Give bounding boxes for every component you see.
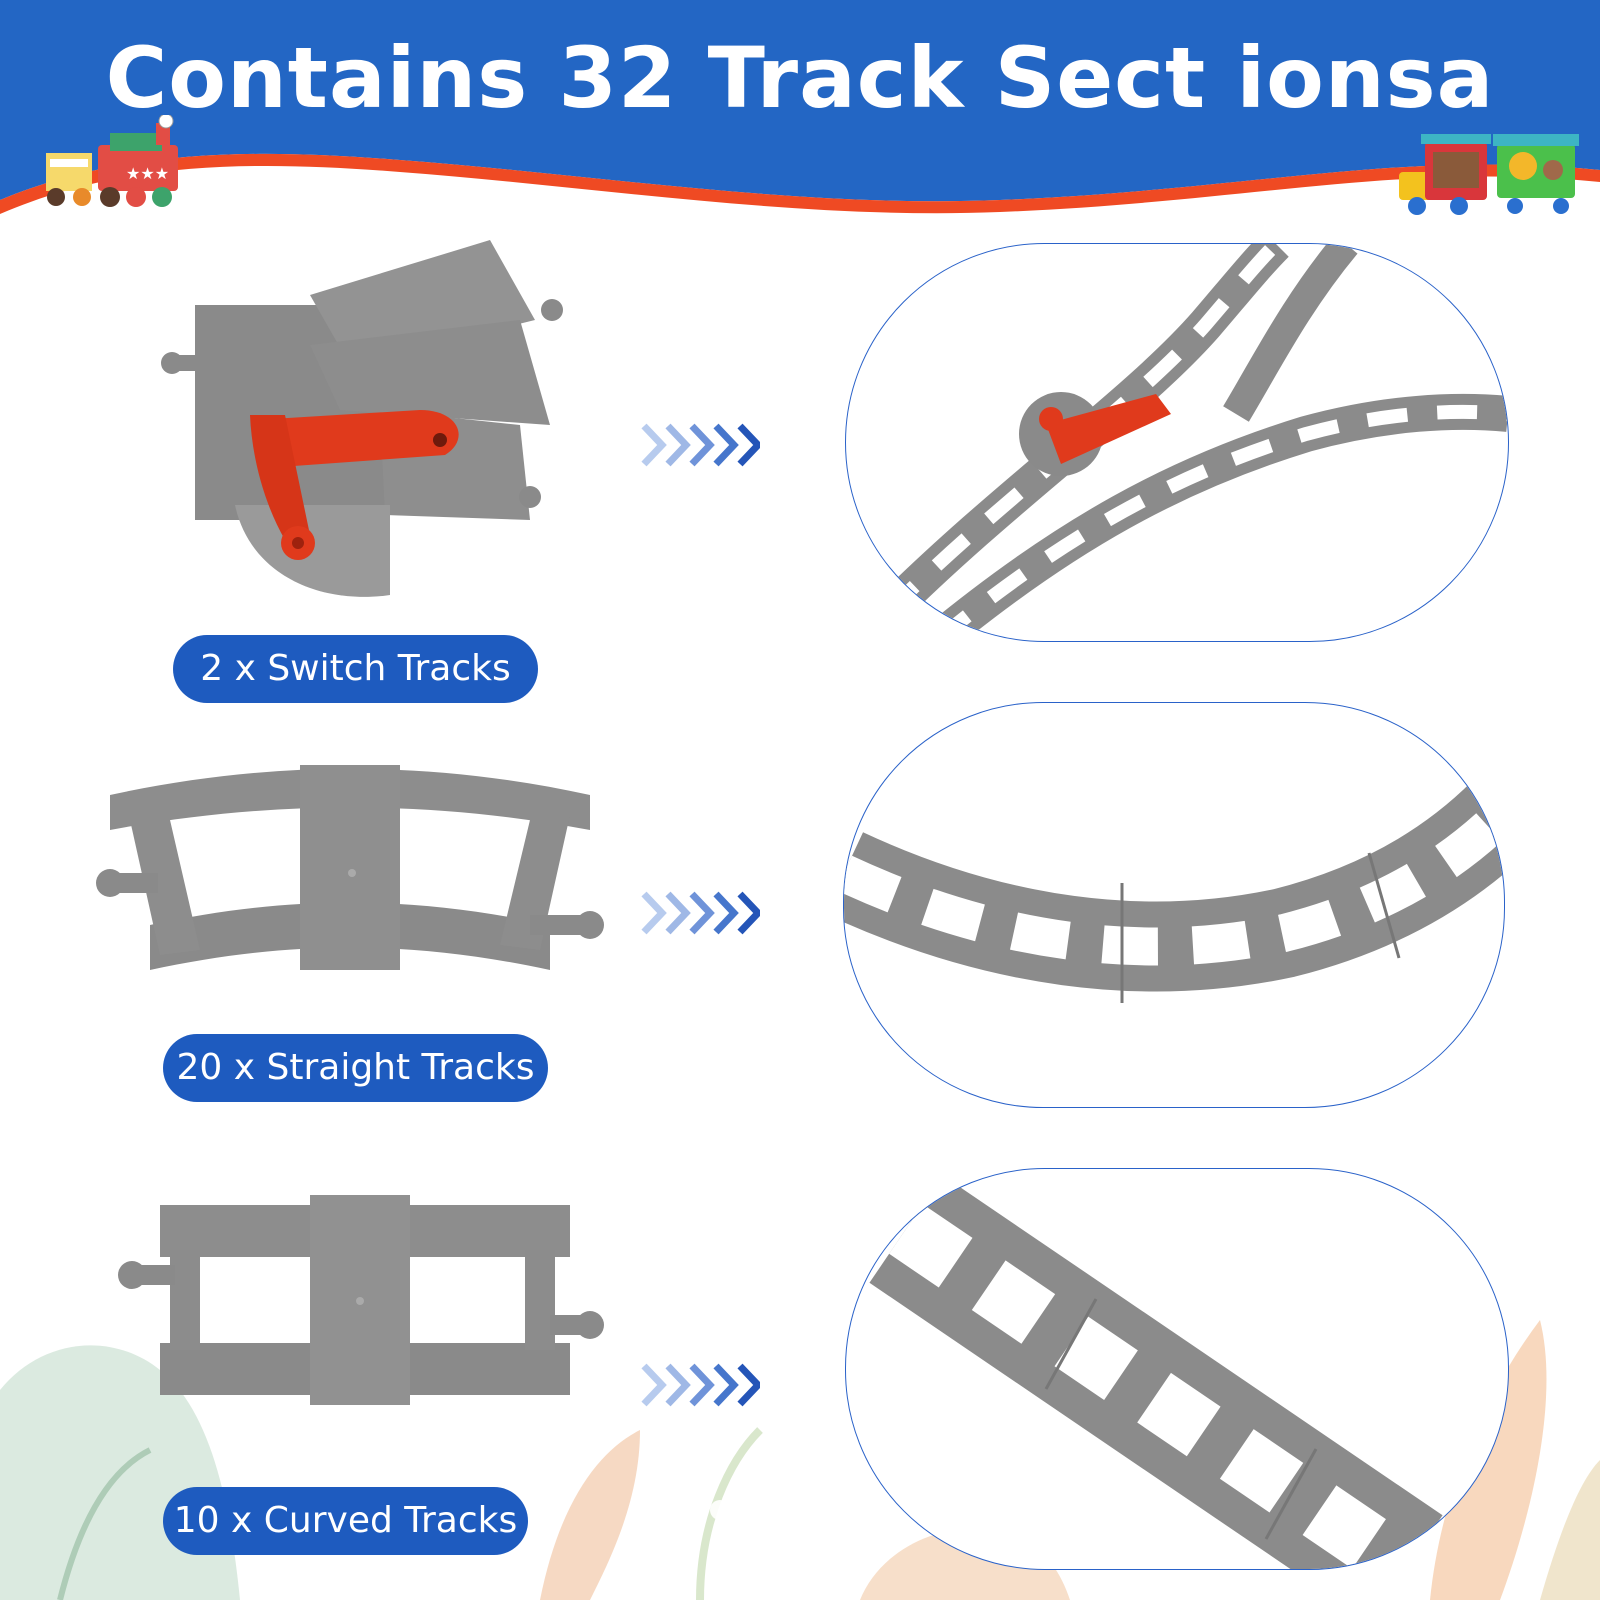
- chevron-arrows-icon: [641, 891, 760, 935]
- straight-track-photo: [845, 1168, 1509, 1570]
- curved-tracks-label: 10 x Curved Tracks: [163, 1487, 528, 1555]
- chevron-arrows-icon: [641, 423, 760, 467]
- steam-train-icon: ★★★: [46, 115, 178, 207]
- switch-track-photo: [845, 243, 1509, 642]
- circus-animal-train-icon: [1399, 134, 1579, 215]
- straight-tracks-label: 20 x Straight Tracks: [163, 1034, 548, 1102]
- curved-track-photo: [843, 702, 1505, 1108]
- curved-track-icon: [96, 765, 604, 970]
- switch-tracks-label: 2 x Switch Tracks: [173, 635, 538, 703]
- page-title: Contains 32 Track Sect ionsa: [105, 29, 1495, 127]
- chevron-arrows-icon: [641, 1363, 760, 1407]
- switch-track-icon: [161, 240, 563, 597]
- svg-text:★★★: ★★★: [126, 164, 169, 183]
- straight-track-icon: [118, 1195, 604, 1405]
- header-banner: [0, 0, 1600, 214]
